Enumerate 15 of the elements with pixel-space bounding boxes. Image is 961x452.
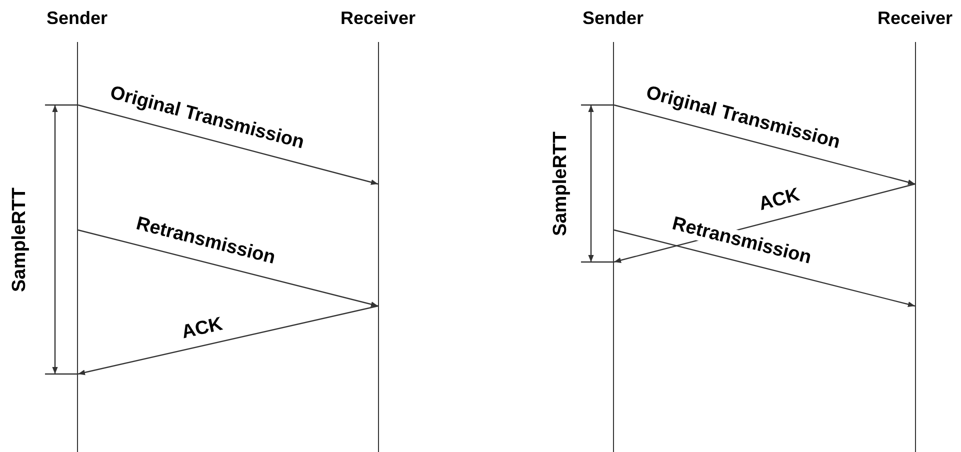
lifeline	[77, 42, 78, 452]
arrow	[614, 229, 916, 307]
lifeline	[915, 42, 916, 452]
dimension-label: SampleRTT	[9, 187, 31, 292]
lifeline-label: Receiver	[877, 8, 953, 29]
lifeline	[613, 42, 614, 452]
lifeline-label: Sender	[582, 8, 644, 29]
lifeline-label: Receiver	[340, 8, 416, 29]
lifeline-label: Sender	[46, 8, 108, 29]
arrow	[78, 305, 378, 376]
lifeline	[378, 42, 379, 452]
arrow	[78, 104, 378, 185]
arrow	[614, 104, 916, 185]
dimension-label: SampleRTT	[550, 131, 572, 236]
arrow	[78, 229, 378, 307]
